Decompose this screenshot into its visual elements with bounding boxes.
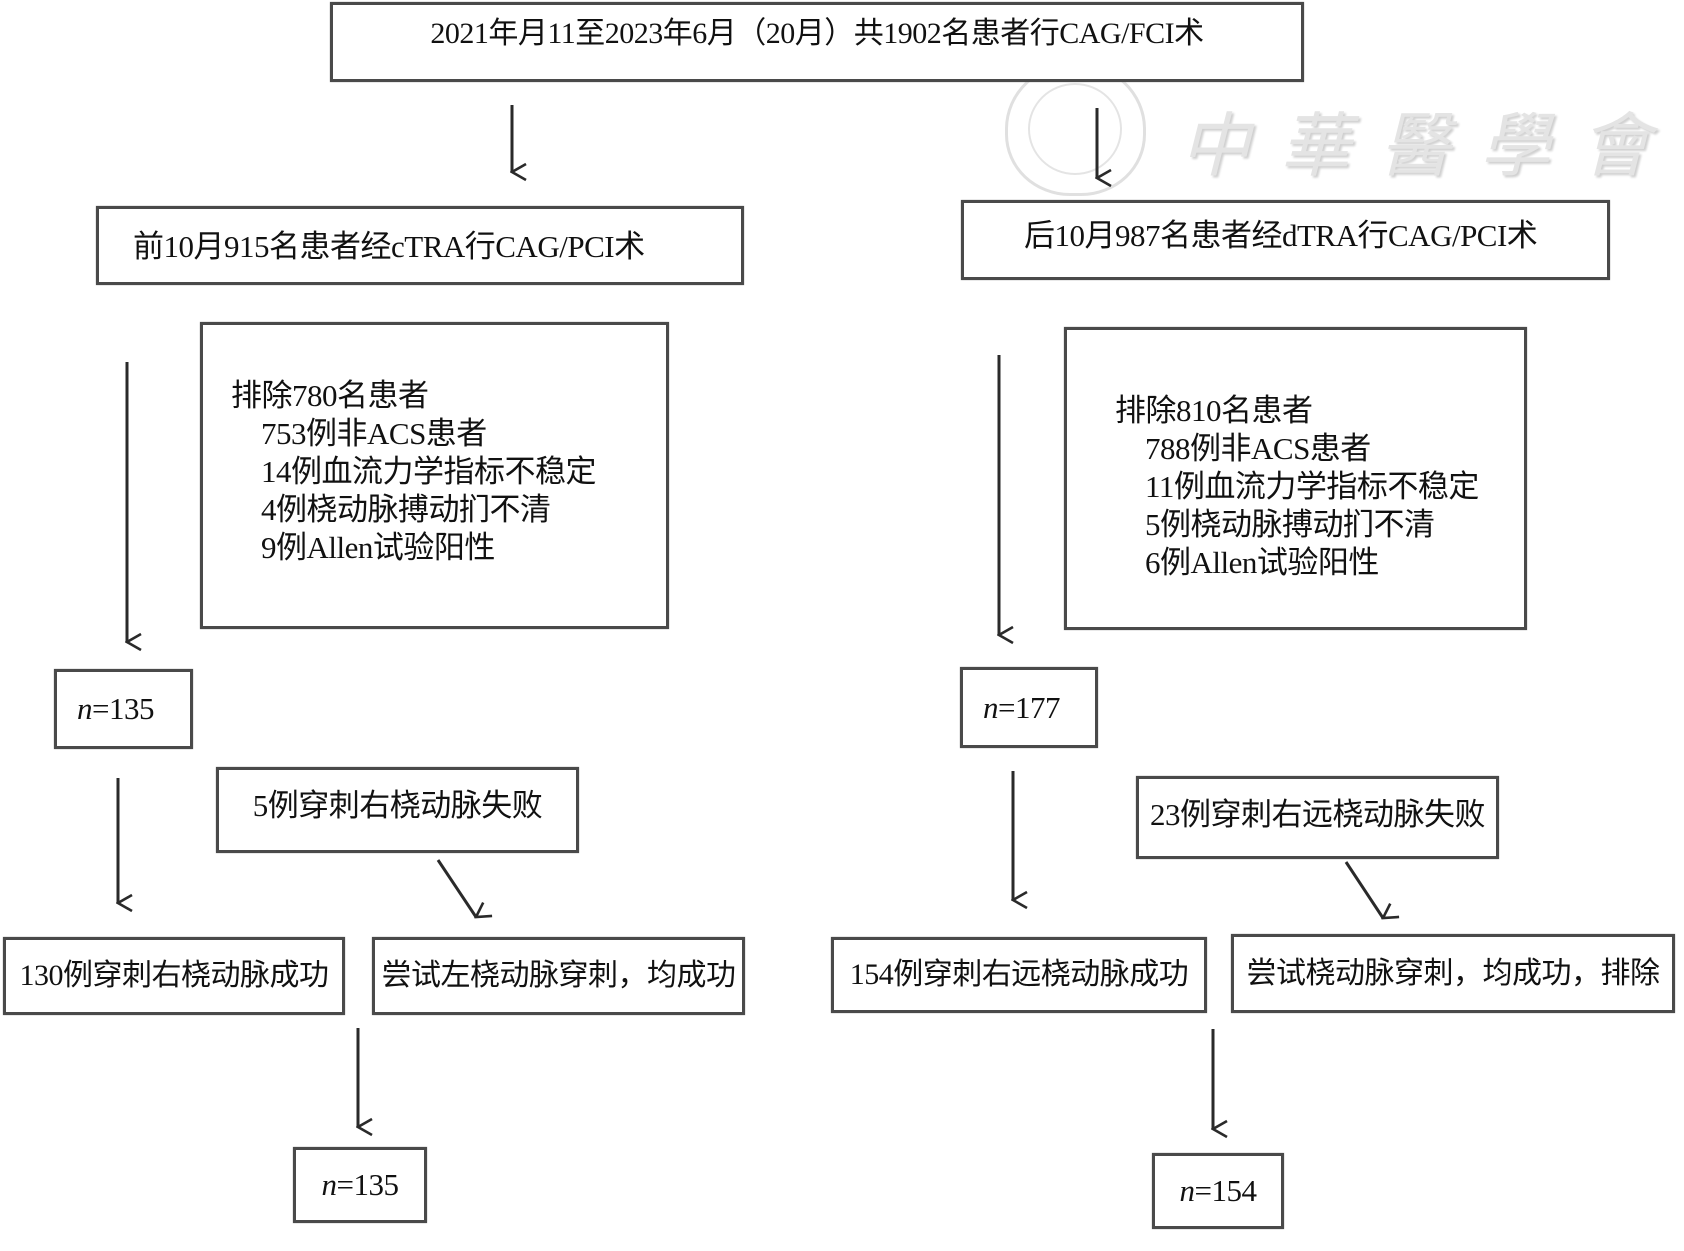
right-n-box: n=177 — [960, 667, 1098, 748]
right-success-box: 154例穿刺右远桡动脉成功 — [831, 937, 1207, 1013]
n-value: =135 — [92, 691, 154, 727]
left-exclusion-item: 9例Allen试验阳性 — [261, 530, 495, 565]
right-exclusion-box: 排除810名患者 788例非ACS患者 11例血流力学指标不稳定 5例桡动脉搏动… — [1064, 327, 1527, 630]
n-variable: n — [321, 1167, 338, 1203]
right-exclusion-title: 排除810名患者 — [1115, 393, 1313, 428]
watermark-seal-inner — [1028, 83, 1122, 175]
left-failure-label: 5例穿刺右桡动脉失败 — [252, 788, 543, 824]
left-exclusion-item: 14例血流力学指标不稳定 — [261, 454, 597, 489]
right-cohort-box: 后10月987名患者经dTRA行CAG/PCI术 — [961, 200, 1610, 280]
left-exclusion-box: 排除780名患者 753例非ACS患者 14例血流力学指标不稳定 4例桡动脉搏动… — [200, 322, 669, 629]
right-failure-box: 23例穿刺右远桡动脉失败 — [1136, 776, 1499, 859]
right-failure-outcome-box: 尝试桡动脉穿刺，均成功，排除 — [1231, 934, 1675, 1013]
n-value: =154 — [1194, 1173, 1257, 1209]
top-total-label: 2021年月11至2023年6月（20月）共1902名患者行CAG/FCI术 — [430, 17, 1204, 50]
arrow-right-failure-to-outcome — [1344, 861, 1383, 918]
left-success-box: 130例穿刺右桡动脉成功 — [3, 937, 345, 1015]
right-exclusion-item: 6例Allen试验阳性 — [1145, 545, 1379, 580]
left-success-label: 130例穿刺右桡动脉成功 — [19, 959, 330, 992]
arrow-left-failure-to-outcome — [436, 859, 476, 917]
n-variable: n — [1179, 1173, 1196, 1209]
right-exclusion-item: 5例桡动脉搏动扪不清 — [1145, 507, 1435, 542]
right-exclusion-item: 11例血流力学指标不稳定 — [1145, 469, 1479, 504]
left-exclusion-item: 4例桡动脉搏动扪不清 — [261, 492, 551, 527]
left-failure-outcome-box: 尝试左桡动脉穿刺，均成功 — [372, 937, 745, 1015]
left-n-box: n=135 — [54, 669, 193, 749]
right-failure-label: 23例穿刺右远桡动脉失败 — [1150, 796, 1486, 832]
right-success-label: 154例穿刺右远桡动脉成功 — [849, 958, 1189, 991]
top-total-box: 2021年月11至2023年6月（20月）共1902名患者行CAG/FCI术 — [330, 2, 1304, 82]
watermark-text: 中華醫學會 — [1180, 105, 1680, 187]
left-exclusion-item: 753例非ACS患者 — [261, 416, 487, 451]
n-variable: n — [983, 689, 999, 725]
left-cohort-box: 前10月915名患者经cTRA行CAG/PCI术 — [96, 206, 744, 285]
right-cohort-label: 后10月987名患者经dTRA行CAG/PCI术 — [1024, 218, 1538, 254]
left-exclusion-title: 排除780名患者 — [231, 378, 429, 413]
left-cohort-label: 前10月915名患者经cTRA行CAG/PCI术 — [133, 228, 645, 264]
left-final-n-box: n=135 — [293, 1147, 427, 1223]
n-value: =135 — [336, 1167, 399, 1203]
left-failure-box: 5例穿刺右桡动脉失败 — [216, 767, 579, 853]
right-final-n-box: n=154 — [1152, 1153, 1284, 1229]
right-failure-outcome-label: 尝试桡动脉穿刺，均成功，排除 — [1246, 956, 1661, 990]
n-variable: n — [77, 691, 93, 727]
right-exclusion-item: 788例非ACS患者 — [1145, 431, 1371, 466]
n-value: =177 — [998, 689, 1060, 725]
watermark-seal-icon — [1005, 62, 1146, 196]
left-failure-outcome-label: 尝试左桡动脉穿刺，均成功 — [381, 959, 737, 992]
